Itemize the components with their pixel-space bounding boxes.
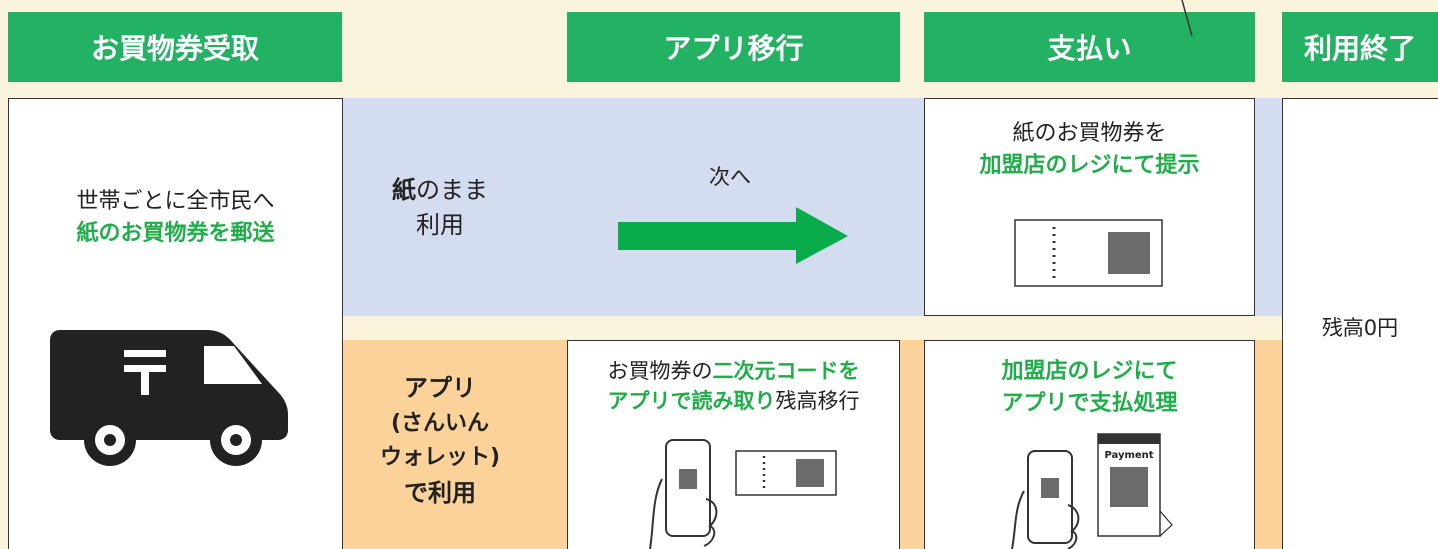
migrate-post: 残高移行 xyxy=(775,389,860,414)
receipt-label: Payment xyxy=(1104,450,1154,461)
paper-label-rest: のまま xyxy=(416,176,488,204)
app-pay-line2: アプリで支払処理 xyxy=(1001,390,1178,416)
next-arrow-icon xyxy=(618,207,848,264)
paper-pay-line2: 加盟店のレジにて提示 xyxy=(979,152,1200,178)
app-label-line3: ウォレット) xyxy=(379,445,501,471)
paper-pay-text: 紙のお買物券を 加盟店のレジにて提示 xyxy=(924,118,1255,182)
header-migrate: アプリ移行 xyxy=(567,12,900,82)
receive-line1: 世帯ごとに全市民へ xyxy=(76,189,275,214)
next-label: 次へ xyxy=(709,165,751,189)
header-end: 利用終了 xyxy=(1282,12,1438,82)
paper-pay-line1: 紙のお買物券を xyxy=(1012,121,1167,146)
app-migrate-text: お買物券の二次元コードを アプリで読み取り残高移行 xyxy=(567,356,900,417)
app-migrate-box xyxy=(567,340,900,549)
app-label-line2: (さんいん xyxy=(390,411,490,437)
migrate-highlight1: 二次元コードを xyxy=(712,359,860,383)
phone-pay-icon xyxy=(1011,433,1173,549)
receive-line2: 紙のお買物券を郵送 xyxy=(76,220,275,246)
receive-text: 世帯ごとに全市民へ 紙のお買物券を郵送 xyxy=(8,186,343,250)
app-pay-text: 加盟店のレジにて アプリで支払処理 xyxy=(924,356,1255,420)
postal-van-icon xyxy=(50,330,288,466)
paper-row-label: 紙のまま 利用 xyxy=(370,173,510,243)
paper-voucher-icon xyxy=(1014,219,1163,287)
app-label-line1: アプリ xyxy=(404,374,476,402)
paper-label-line2: 利用 xyxy=(416,210,464,239)
migrate-highlight2: アプリで読み取り xyxy=(607,389,776,414)
header-pay: 支払い xyxy=(924,12,1255,82)
paper-label-bold: 紙 xyxy=(392,176,416,204)
app-pay-line1: 加盟店のレジにて xyxy=(1001,359,1178,384)
app-label-line4: で利用 xyxy=(404,479,476,508)
callout-line xyxy=(1181,0,1193,37)
receive-panel xyxy=(8,98,343,549)
end-panel xyxy=(1282,98,1438,549)
end-text: 残高0円 xyxy=(1321,316,1399,340)
app-row-label: アプリ (さんいん ウォレット) で利用 xyxy=(360,370,520,513)
phone-scan-icon xyxy=(649,439,837,549)
app-pay-box xyxy=(924,340,1255,549)
header-receive: お買物券受取 xyxy=(8,12,342,82)
migrate-pre: お買物券の xyxy=(607,359,713,383)
